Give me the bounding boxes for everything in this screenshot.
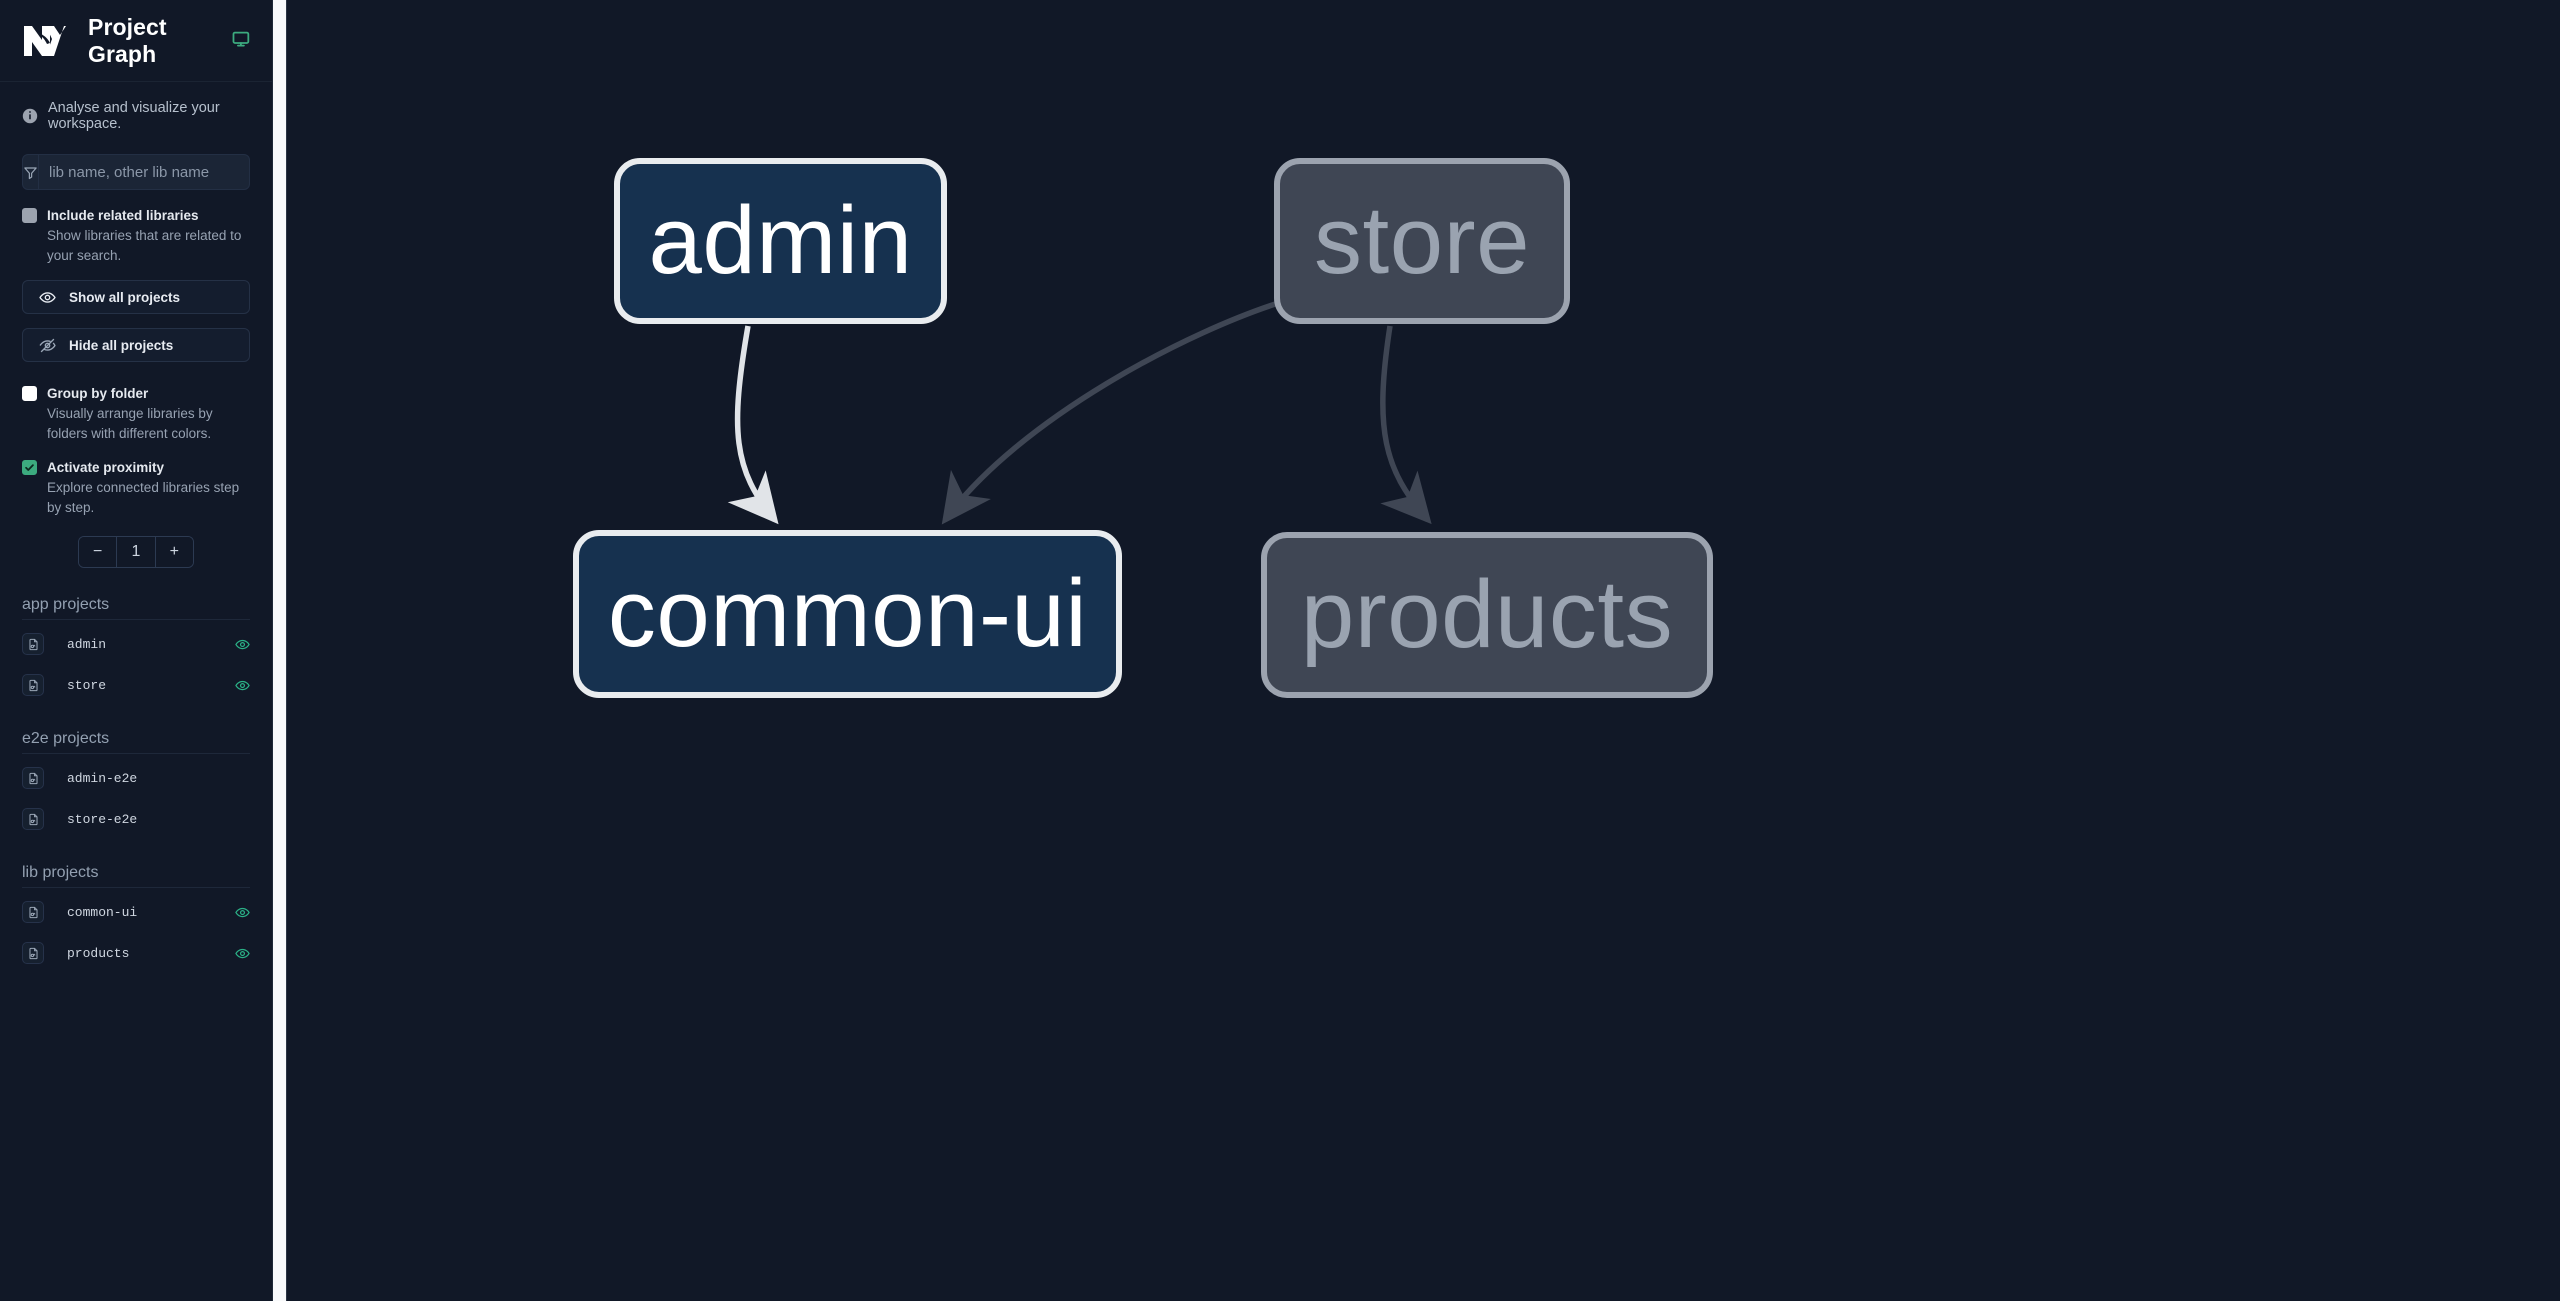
search-input[interactable] bbox=[39, 155, 249, 189]
graph-node-store[interactable]: store bbox=[1274, 158, 1570, 324]
sidebar: Project Graph Analyse and visualize your… bbox=[0, 0, 273, 1301]
project-list-item[interactable]: common-ui bbox=[22, 895, 250, 929]
eye-icon[interactable] bbox=[235, 905, 250, 920]
sidebar-header: Project Graph bbox=[0, 0, 272, 82]
activate-proximity-checkbox[interactable] bbox=[22, 460, 37, 475]
graph-edges bbox=[727, 297, 1432, 525]
eye-icon[interactable] bbox=[235, 637, 250, 652]
proximity-stepper: − 1 + bbox=[78, 536, 194, 568]
group-by-folder-option[interactable]: Group by folder Visually arrange librari… bbox=[22, 384, 250, 444]
activate-proximity-label: Activate proximity bbox=[47, 460, 165, 475]
eye-off-icon bbox=[39, 338, 56, 352]
project-groups: app projects admin store e2e projects admin-… bbox=[22, 596, 250, 970]
project-list-item[interactable]: admin-e2e bbox=[22, 761, 250, 795]
tagline-text: Analyse and visualize your workspace. bbox=[48, 100, 220, 132]
show-all-projects-button[interactable]: Show all projects bbox=[22, 280, 250, 314]
graph-node-common-ui[interactable]: common-ui bbox=[573, 530, 1122, 698]
project-group-title: e2e projects bbox=[22, 730, 250, 754]
include-related-libraries-description: Show libraries that are related to your … bbox=[47, 228, 242, 263]
show-all-projects-label: Show all projects bbox=[69, 289, 181, 305]
search-row bbox=[22, 154, 250, 190]
eye-icon[interactable] bbox=[235, 678, 250, 693]
project-file-icon bbox=[22, 767, 44, 789]
eye-icon[interactable] bbox=[235, 946, 250, 961]
hide-all-projects-button[interactable]: Hide all projects bbox=[22, 328, 250, 362]
project-name: admin bbox=[67, 636, 107, 652]
activate-proximity-option[interactable]: Activate proximity Explore connected lib… bbox=[22, 458, 250, 518]
nx-logo-icon bbox=[22, 20, 68, 62]
info-circle-icon bbox=[22, 108, 38, 124]
page-title: Project Graph bbox=[88, 13, 167, 67]
edge-admin-to-common-ui bbox=[727, 325, 779, 525]
project-name: store bbox=[67, 677, 107, 693]
group-by-folder-description: Visually arrange libraries by folders wi… bbox=[47, 406, 213, 441]
proximity-increment-button[interactable]: + bbox=[154, 537, 193, 567]
edge-store-to-common-ui bbox=[941, 297, 1289, 525]
proximity-decrement-button[interactable]: − bbox=[79, 537, 117, 567]
project-file-icon bbox=[22, 674, 44, 696]
project-name: store-e2e bbox=[67, 811, 138, 827]
group-by-folder-label: Group by folder bbox=[47, 386, 149, 401]
include-related-libraries-option[interactable]: Include related libraries Show libraries… bbox=[22, 206, 250, 266]
sidebar-body: Include related libraries Show libraries… bbox=[0, 154, 272, 970]
tagline: Analyse and visualize your workspace. bbox=[0, 82, 272, 132]
funnel-icon bbox=[23, 155, 39, 189]
sidebar-scrollbar[interactable] bbox=[273, 0, 287, 1301]
graph-canvas[interactable]: admin store common-ui products bbox=[288, 0, 2560, 1301]
project-name: common-ui bbox=[67, 904, 138, 920]
monitor-icon[interactable] bbox=[232, 30, 250, 52]
project-name: products bbox=[67, 945, 130, 961]
project-file-icon bbox=[22, 633, 44, 655]
project-list-item[interactable]: store-e2e bbox=[22, 802, 250, 836]
group-by-folder-checkbox[interactable] bbox=[22, 386, 37, 401]
project-name: admin-e2e bbox=[67, 770, 138, 786]
project-file-icon bbox=[22, 901, 44, 923]
project-file-icon bbox=[22, 808, 44, 830]
hide-all-projects-label: Hide all projects bbox=[69, 337, 174, 353]
project-list-item[interactable]: admin bbox=[22, 627, 250, 661]
activate-proximity-description: Explore connected libraries step by step… bbox=[47, 480, 240, 515]
graph-node-admin[interactable]: admin bbox=[614, 158, 947, 324]
proximity-value: 1 bbox=[116, 537, 155, 567]
project-list-item[interactable]: store bbox=[22, 668, 250, 702]
project-group-title: lib projects bbox=[22, 864, 250, 888]
include-related-libraries-label: Include related libraries bbox=[47, 208, 199, 223]
project-group-title: app projects bbox=[22, 596, 250, 620]
include-related-libraries-checkbox[interactable] bbox=[22, 208, 37, 223]
eye-icon bbox=[39, 291, 56, 303]
edge-store-to-products bbox=[1380, 325, 1432, 525]
project-file-icon bbox=[22, 942, 44, 964]
graph-node-products[interactable]: products bbox=[1261, 532, 1713, 698]
project-list-item[interactable]: products bbox=[22, 936, 250, 970]
